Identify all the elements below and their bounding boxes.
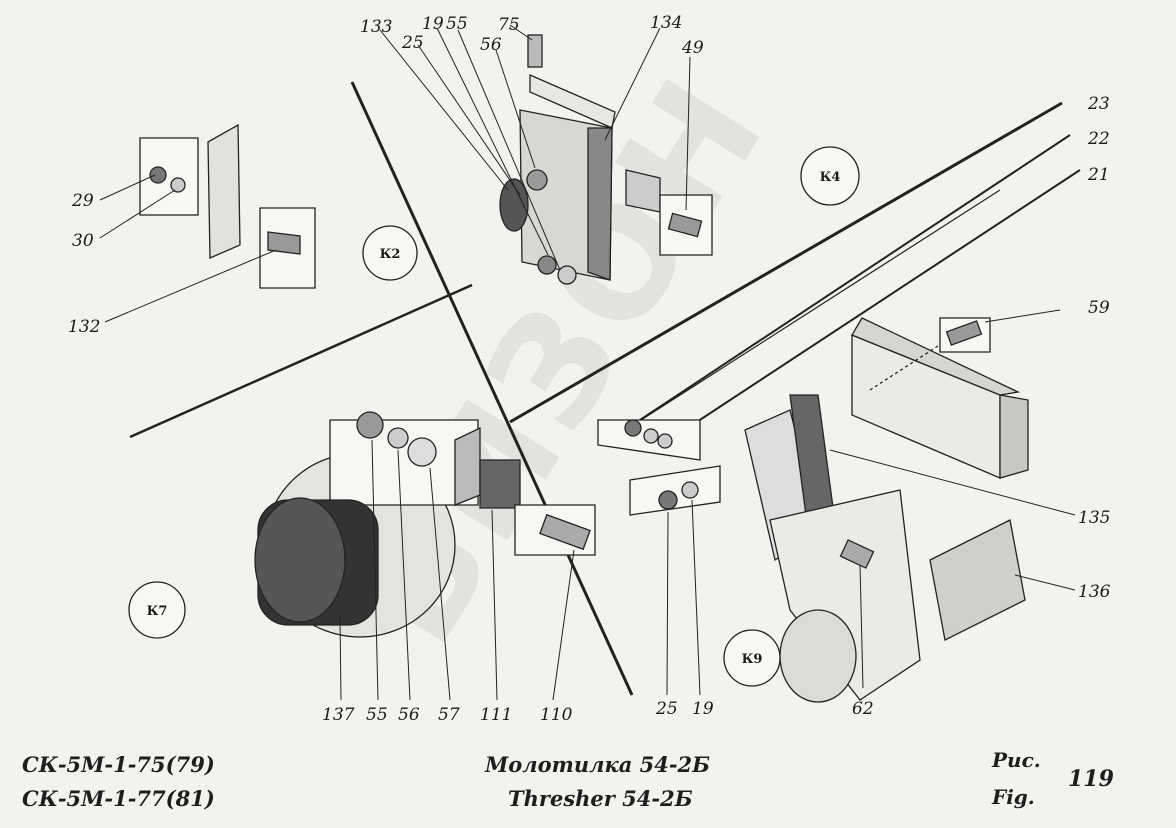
title-russian: Молотилка 54-2Б <box>485 752 711 777</box>
callout-111: 111 <box>480 705 512 725</box>
callout-30: 30 <box>72 231 94 251</box>
k9-bracket-assembly <box>744 394 1026 703</box>
frame-line-left <box>129 283 473 439</box>
bolt-75 <box>527 34 543 68</box>
callout-75: 75 <box>498 15 520 35</box>
beam-line-23 <box>509 101 1063 424</box>
washer-55-top <box>526 169 548 191</box>
figure-number: 119 <box>1068 766 1114 792</box>
callout-21: 21 <box>1087 165 1110 185</box>
washer-19-lower <box>681 481 699 499</box>
model-code-1: СК-5М-1-75(79) <box>22 752 215 777</box>
figure-label-ru: Рис. <box>992 748 1041 772</box>
callout-135: 135 <box>1078 508 1110 528</box>
k9-label: К9 <box>742 652 763 667</box>
callout-49: 49 <box>681 38 704 58</box>
k2-circle <box>362 225 418 281</box>
nut-25-lower <box>658 490 678 510</box>
beam-line-inner <box>609 189 1001 441</box>
nut-25-top <box>537 255 557 275</box>
callout-133: 133 <box>360 17 392 37</box>
callout-19-bottom: 19 <box>692 699 714 719</box>
frame-line-diagonal <box>350 81 634 696</box>
k9-circle <box>723 629 781 687</box>
washer-56-k7 <box>387 427 409 449</box>
callout-56-top: 56 <box>480 35 502 55</box>
title-english: Thresher 54-2Б <box>508 786 693 811</box>
callout-110: 110 <box>540 705 573 725</box>
callout-19-top: 19 <box>422 14 444 34</box>
callout-55-top: 55 <box>446 14 468 34</box>
plate-136 <box>929 519 1026 641</box>
callout-55-bottom: 55 <box>366 705 388 725</box>
washer-19-top <box>557 265 577 285</box>
k7-pulley-assembly <box>254 411 596 638</box>
k7-circle <box>128 581 186 639</box>
top-plate-assembly-134 <box>499 34 616 285</box>
callout-56-bottom: 56 <box>398 705 420 725</box>
k7-label: К7 <box>147 604 168 619</box>
bolt-110 <box>539 513 591 551</box>
callout-134: 134 <box>650 13 682 33</box>
callout-22: 22 <box>1087 129 1110 149</box>
callout-132: 132 <box>68 317 100 337</box>
beam-fasteners <box>597 419 721 516</box>
k4-label: К4 <box>820 170 841 185</box>
part-111 <box>479 459 521 509</box>
k4-circle <box>800 146 860 206</box>
callout-57: 57 <box>438 705 460 725</box>
figure-label-en: Fig. <box>992 785 1035 809</box>
nut-29 <box>149 166 167 184</box>
callout-136: 136 <box>1078 582 1111 602</box>
callout-59: 59 <box>1088 298 1110 318</box>
callout-25-top: 25 <box>401 33 424 53</box>
model-code-2: СК-5М-1-77(81) <box>22 786 215 811</box>
bracket-49-assembly <box>625 169 713 256</box>
beam-line-21 <box>679 169 1081 434</box>
nut-55-k7 <box>356 411 384 439</box>
callout-29: 29 <box>71 191 94 211</box>
k2-label: К2 <box>380 247 401 262</box>
washer-57-k7 <box>407 437 437 467</box>
disc-133 <box>499 178 529 232</box>
callout-23: 23 <box>1087 94 1110 114</box>
washer-30 <box>170 177 186 193</box>
callout-62: 62 <box>852 699 874 719</box>
beam-line-22 <box>639 134 1071 421</box>
callout-25-bottom: 25 <box>655 699 678 719</box>
callout-137: 137 <box>322 705 355 725</box>
bolt-49 <box>667 212 703 238</box>
leader-lines <box>99 24 1076 701</box>
channel-part-59 <box>851 317 1029 479</box>
bolt-59 <box>945 320 983 346</box>
k2-bracket-assembly <box>139 123 316 289</box>
